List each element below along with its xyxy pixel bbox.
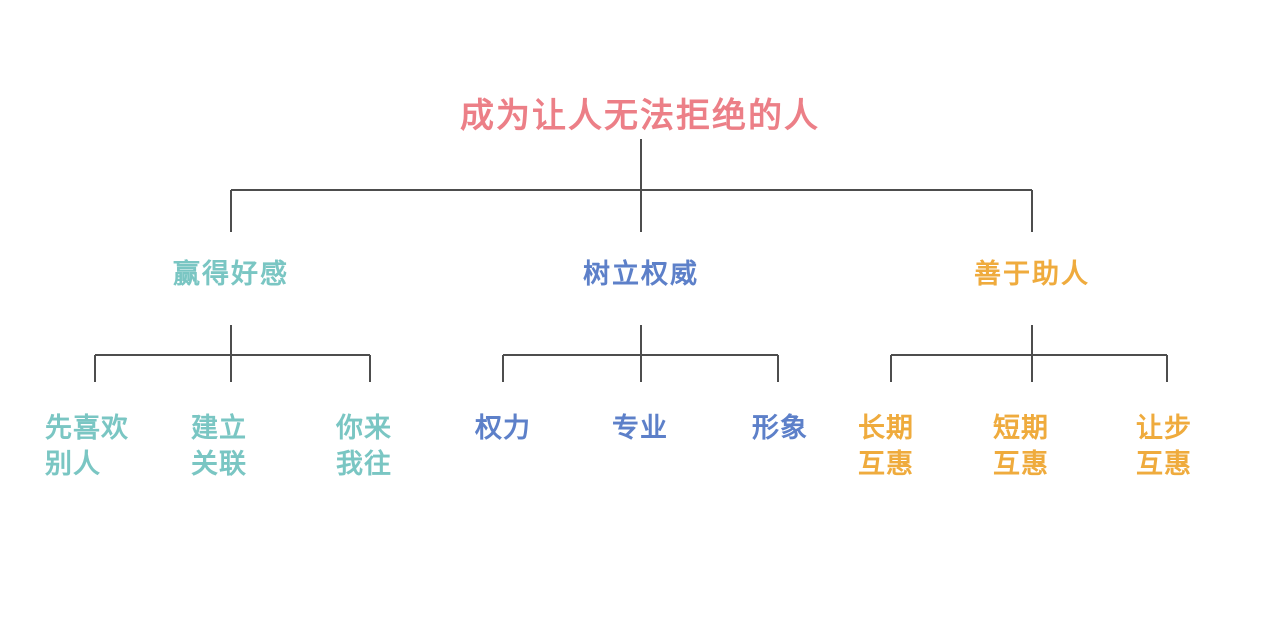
branch-node-establish-authority: 树立权威 bbox=[583, 259, 699, 289]
leaf-node-b2-1: 权力 bbox=[475, 410, 531, 446]
branch-node-good-at-helping: 善于助人 bbox=[974, 259, 1090, 289]
leaf-line-2: 关联 bbox=[191, 449, 247, 480]
leaf-node-b2-2: 专业 bbox=[612, 410, 668, 446]
leaf-line-1: 你来 bbox=[336, 413, 392, 443]
leaf-line-1: 长期 bbox=[858, 413, 914, 443]
leaf-line-1: 让步 bbox=[1136, 413, 1192, 443]
leaf-line-1: 建立 bbox=[191, 413, 247, 443]
leaf-node-b3-1: 长期 互惠 bbox=[858, 410, 914, 483]
leaf-node-b1-1: 先喜欢 别人 bbox=[45, 410, 129, 483]
leaf-line-2: 我往 bbox=[336, 449, 392, 480]
leaf-line-2: 别人 bbox=[45, 449, 101, 480]
leaf-node-b3-3: 让步 互惠 bbox=[1136, 410, 1192, 483]
leaf-node-b1-2: 建立 关联 bbox=[191, 410, 247, 483]
branch-node-win-favor: 赢得好感 bbox=[173, 259, 289, 289]
leaf-line-1: 先喜欢 bbox=[45, 413, 129, 443]
leaf-line-1: 短期 bbox=[993, 413, 1049, 443]
leaf-node-b1-3: 你来 我往 bbox=[336, 410, 392, 483]
leaf-line-1: 形象 bbox=[752, 413, 808, 443]
leaf-line-2: 互惠 bbox=[993, 449, 1049, 480]
leaf-line-1: 专业 bbox=[612, 413, 668, 443]
root-node-title: 成为让人无法拒绝的人 bbox=[460, 97, 820, 135]
leaf-node-b2-3: 形象 bbox=[752, 410, 808, 446]
leaf-line-2: 互惠 bbox=[858, 449, 914, 480]
leaf-line-1: 权力 bbox=[475, 413, 531, 443]
leaf-node-b3-2: 短期 互惠 bbox=[993, 410, 1049, 483]
leaf-line-2: 互惠 bbox=[1136, 449, 1192, 480]
